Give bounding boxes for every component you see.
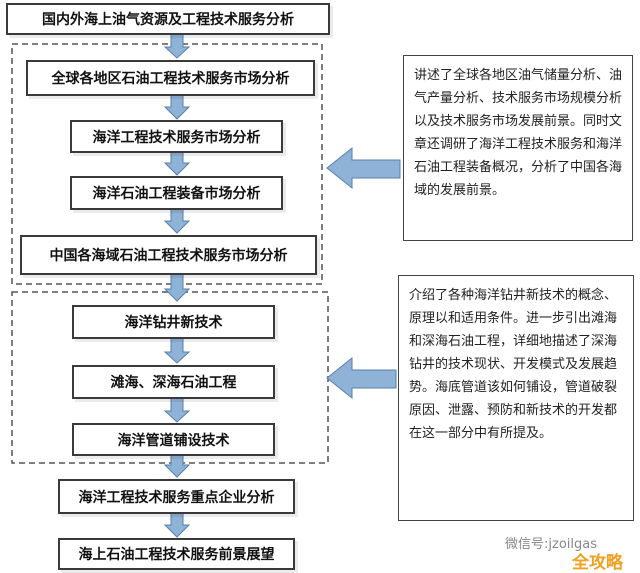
down-arrow-7	[163, 397, 191, 423]
group2-step-3: 海洋管道铺设技术	[72, 423, 275, 456]
down-arrow-3	[163, 151, 191, 176]
down-arrow-1	[163, 32, 191, 59]
group2-step-2: 滩海、深海石油工程	[72, 365, 275, 399]
group1-frame	[11, 43, 323, 285]
note-group2: 介绍了各种海洋钻井新技术的概念、原理以和适用条件。进一步引出滩海和深海石油工程，…	[398, 275, 634, 521]
key-companies-box: 海洋工程技术服务重点企业分析	[58, 479, 295, 514]
group1-step-2: 海洋工程技术服务市场分析	[70, 120, 283, 153]
down-arrow-4	[163, 208, 191, 234]
down-arrow-9	[163, 512, 191, 538]
note-group1: 讲述了全球各地区油气储量分析、油气产量分析、技术服务市场规模分析以及技术服务市场…	[403, 55, 633, 241]
outlook-box: 海上石油工程技术服务前景展望	[58, 538, 295, 570]
group1-step-4: 中国各海域石油工程技术服务市场分析	[20, 235, 317, 275]
group2-step-1: 海洋钻井新技术	[72, 305, 275, 339]
group1-step-1: 全球各地区石油工程技术服务市场分析	[26, 60, 315, 96]
down-arrow-8	[163, 454, 191, 478]
title-box: 国内外海上油气资源及工程技术服务分析	[6, 3, 330, 35]
group1-step-3: 海洋石油工程装备市场分析	[70, 176, 283, 210]
left-arrow-note2	[326, 356, 397, 400]
left-arrow-note1	[326, 146, 401, 190]
wechat-watermark: 微信号:jzoilgas	[505, 537, 597, 552]
down-arrow-5	[163, 273, 191, 302]
down-arrow-2	[163, 94, 191, 120]
down-arrow-6	[163, 337, 191, 364]
brand-watermark: 全攻略	[572, 553, 623, 573]
